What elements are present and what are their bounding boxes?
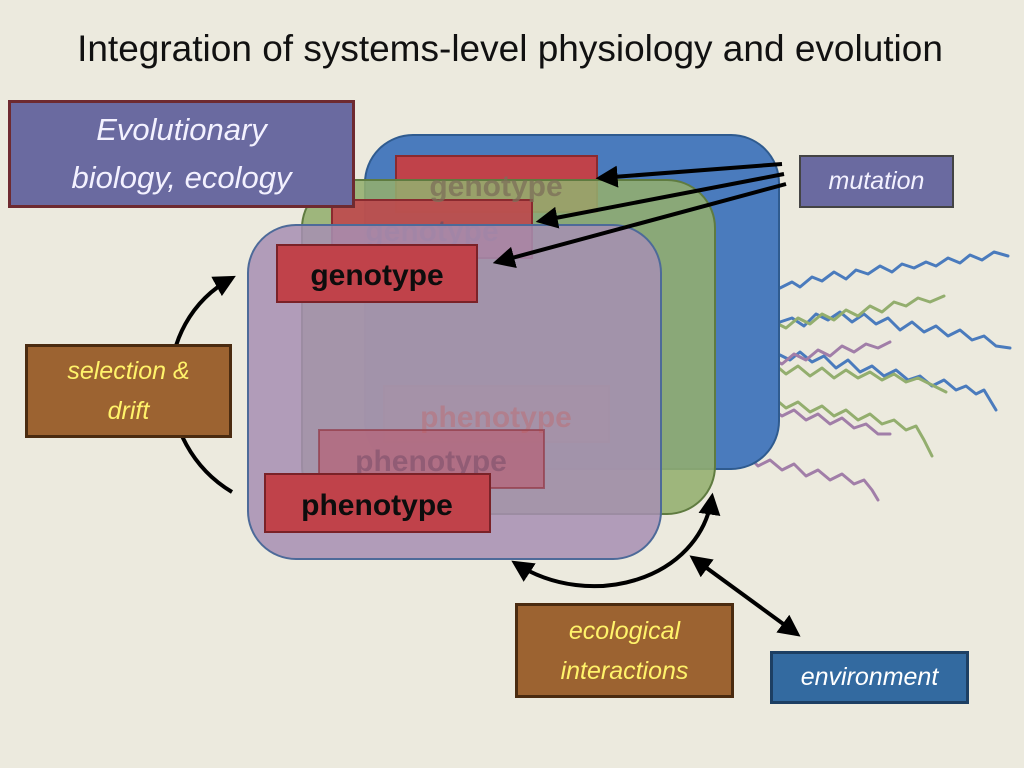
slide-title: Integration of systems-level physiology … <box>77 28 943 69</box>
mutation-arrow-back <box>595 162 783 188</box>
ecological-interactions-arrow <box>511 492 721 588</box>
squiggle-blue-2 <box>778 310 1012 350</box>
phenotype-label-back: phenotype <box>420 401 572 434</box>
genotype-label-front: genotype <box>310 259 443 292</box>
phenotype-label-front: phenotype <box>301 489 453 522</box>
mutation-arrow-middle <box>535 172 785 229</box>
mutation-arrow-front <box>492 182 787 269</box>
mutation-arrows <box>492 162 787 269</box>
squiggle-blue-3 <box>778 350 998 412</box>
genotype-label-back: genotype <box>429 170 562 203</box>
environment-label: environment <box>770 651 969 704</box>
squiggle-blue-1 <box>778 250 1010 290</box>
environment-arrow <box>689 555 801 637</box>
mutation-label: mutation <box>799 155 954 208</box>
phenotype-label-middle: phenotype <box>355 445 507 478</box>
evolutionary-biology-ecology-label: Evolutionary biology, ecology <box>8 100 355 208</box>
phenotype-box-front <box>264 473 491 533</box>
ecological-interactions-label: ecological interactions <box>515 603 734 698</box>
genotype-box-front <box>276 244 478 303</box>
selection-drift-label: selection & drift <box>25 344 232 438</box>
